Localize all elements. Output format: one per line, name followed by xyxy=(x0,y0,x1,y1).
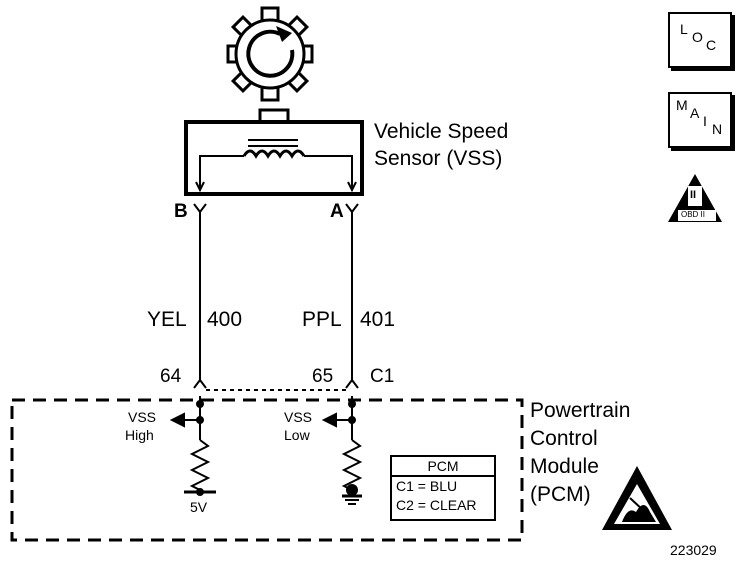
wire-right-circuit: 401 xyxy=(360,308,396,331)
wire-right-color: PPL xyxy=(302,308,342,331)
speed-sensor-body xyxy=(184,108,364,196)
vss-high-label-line1: VSS xyxy=(128,409,157,425)
esd-caution-icon xyxy=(602,466,672,530)
pcm-connector-table: PCM C1 = BLU C2 = CLEAR xyxy=(390,455,496,521)
pcm-name-line4: (PCM) xyxy=(530,483,591,506)
vss-high-circuit xyxy=(169,396,216,496)
loc-icon: L O C xyxy=(668,12,732,68)
wire-left-circuit: 400 xyxy=(207,308,243,331)
vss-low-circuit xyxy=(321,396,363,505)
wire-left-color: YEL xyxy=(147,308,187,331)
terminal-b-label: B xyxy=(174,201,188,222)
main-letter: M xyxy=(676,97,688,113)
sensor-name-line2: Sensor (VSS) xyxy=(374,147,503,170)
obd-symbol: II xyxy=(690,189,697,201)
loc-letter: L xyxy=(680,21,688,37)
loc-letter: C xyxy=(706,37,717,53)
pcm-name-line2: Control xyxy=(530,427,598,450)
pcm-table-row: C1 = BLU xyxy=(396,478,458,494)
terminal-a-label: A xyxy=(330,201,344,222)
connector-c1-label: C1 xyxy=(370,366,395,387)
sensor-name-line1: Vehicle Speed xyxy=(374,120,509,143)
main-letter: N xyxy=(712,121,723,137)
pin-64-label: 64 xyxy=(160,366,182,387)
obd-label: OBD II xyxy=(681,210,706,219)
pcm-connector-c1 xyxy=(193,378,359,391)
supply-voltage-label: 5V xyxy=(190,499,208,515)
wires xyxy=(199,212,353,382)
loc-letter: O xyxy=(692,29,703,45)
pcm-outline xyxy=(10,398,524,542)
pcm-name-line1: Powertrain xyxy=(530,399,631,422)
main-icon: M A I N xyxy=(668,92,732,148)
obd-warning-icon xyxy=(668,174,722,222)
main-letter: A xyxy=(690,105,700,121)
figure-number: 223029 xyxy=(670,542,717,558)
pcm-table-row: C2 = CLEAR xyxy=(396,497,477,513)
vss-high-label-line2: High xyxy=(125,427,154,443)
main-letter: I xyxy=(703,113,707,129)
vss-low-label-line2: Low xyxy=(284,427,310,443)
tone-wheel-icon xyxy=(226,6,314,102)
pcm-table-title: PCM xyxy=(392,457,494,477)
pin-65-label: 65 xyxy=(312,366,334,387)
vss-low-label-line1: VSS xyxy=(284,409,313,425)
pcm-name-line3: Module xyxy=(530,455,599,478)
